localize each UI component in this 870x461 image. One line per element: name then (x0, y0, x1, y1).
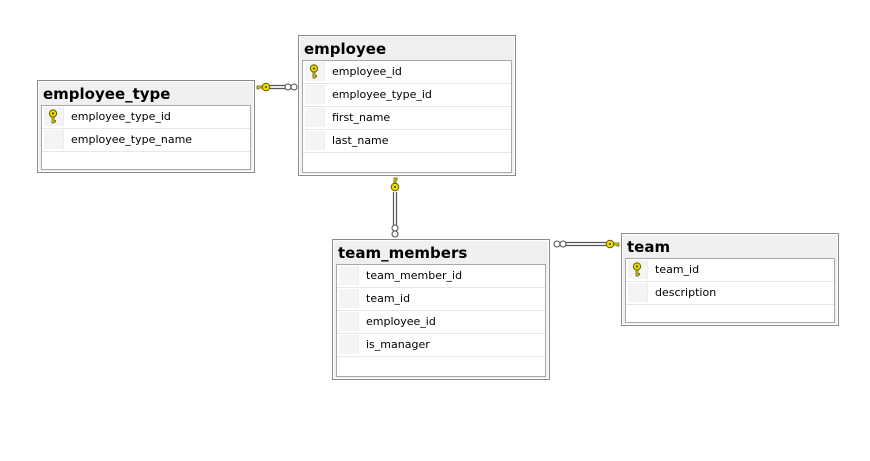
table-title: team (627, 238, 671, 256)
many-end-icon (391, 230, 399, 238)
column-row[interactable]: employee_type_id (42, 106, 250, 129)
column-name: last_name (332, 134, 389, 147)
table-employee-type[interactable]: employee_type employee_type_id employee_… (37, 80, 255, 173)
column-name: employee_type_id (71, 110, 171, 123)
column-list: team_member_id team_id employee_id is_ma… (336, 264, 546, 377)
column-row[interactable]: employee_id (303, 61, 511, 84)
key-end-icon (393, 185, 397, 189)
row-selector (339, 335, 359, 354)
row-selector (339, 266, 359, 285)
column-name: description (655, 286, 717, 299)
key-end-icon (608, 242, 612, 246)
column-name: employee_id (332, 65, 402, 78)
relationship-connectors (256, 82, 620, 249)
primary-key-icon (632, 262, 642, 277)
column-name: team_id (655, 263, 700, 276)
row-selector (628, 283, 648, 302)
row-selector (305, 108, 325, 127)
column-row[interactable]: employee_id (337, 311, 545, 334)
row-selector (339, 289, 359, 308)
column-row[interactable]: first_name (303, 107, 511, 130)
many-end-icon (391, 224, 399, 232)
column-list: team_id description (625, 258, 835, 323)
column-name: team_member_id (366, 269, 463, 282)
key-end-icon (264, 85, 268, 89)
column-name: employee_id (366, 315, 436, 328)
column-row[interactable]: team_member_id (337, 265, 545, 288)
row-selector (305, 85, 325, 104)
column-name: employee_type_id (332, 88, 432, 101)
column-name: employee_type_name (71, 133, 193, 146)
column-row[interactable]: is_manager (337, 334, 545, 357)
table-team-members[interactable]: team_members team_member_id team_id empl… (332, 239, 550, 380)
column-name: first_name (332, 111, 391, 124)
table-title: employee_type (43, 85, 171, 103)
column-row[interactable]: team_id (626, 259, 834, 282)
many-end-icon (284, 83, 292, 91)
column-row[interactable]: last_name (303, 130, 511, 153)
row-selector (44, 130, 64, 149)
primary-key-icon (48, 109, 58, 124)
column-list: employee_id employee_type_id first_name … (302, 60, 512, 173)
column-list: employee_type_id employee_type_name (41, 105, 251, 170)
many-end-icon (290, 83, 298, 91)
column-name: is_manager (366, 338, 430, 351)
primary-key-icon (309, 64, 319, 79)
row-selector (305, 131, 325, 150)
table-title: employee (304, 40, 387, 58)
table-employee[interactable]: employee employee_id employee_type_id fi… (298, 35, 516, 176)
column-row[interactable]: employee_type_id (303, 84, 511, 107)
row-selector (339, 312, 359, 331)
column-name: team_id (366, 292, 411, 305)
many-end-icon (559, 240, 567, 248)
table-team[interactable]: team team_id description (621, 233, 839, 326)
column-row[interactable]: description (626, 282, 834, 305)
table-title: team_members (338, 244, 468, 262)
column-row[interactable]: team_id (337, 288, 545, 311)
column-row[interactable]: employee_type_name (42, 129, 250, 152)
many-end-icon (553, 240, 561, 248)
